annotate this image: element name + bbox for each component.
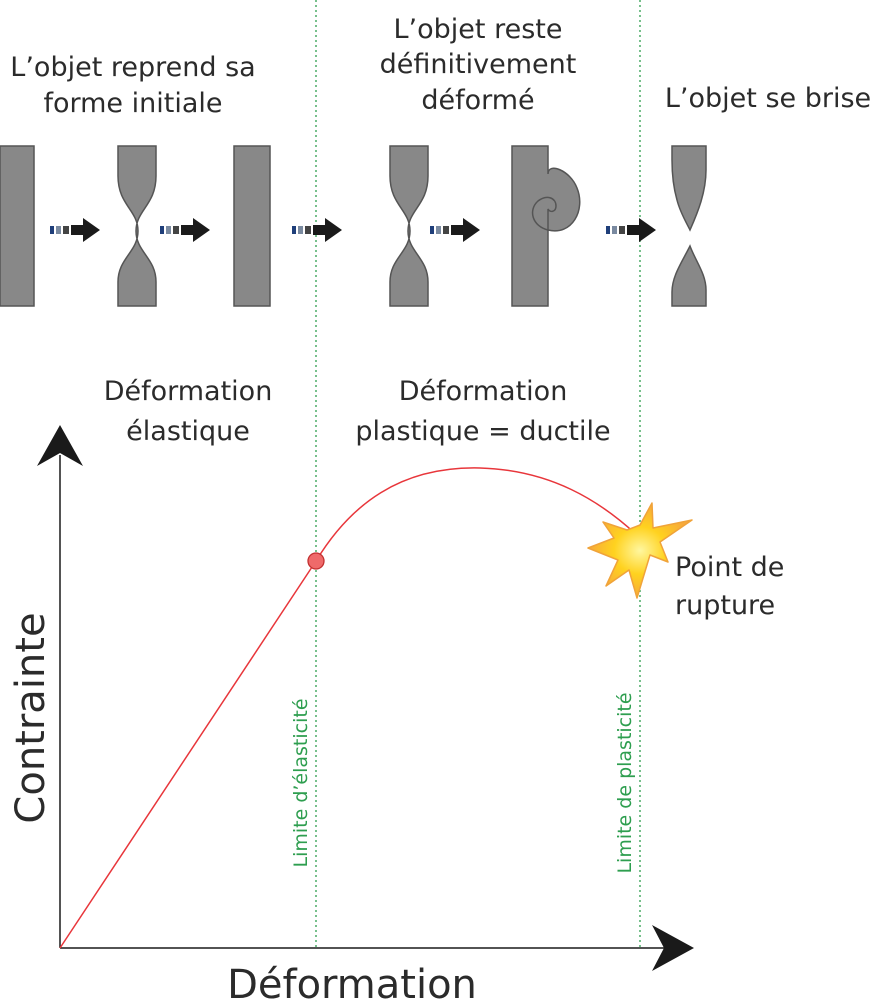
plastic-header-line2: définitivement (380, 49, 577, 80)
y-axis-label: Contrainte (8, 612, 54, 823)
elastic-header-line1: L’objet reprend sa (10, 52, 255, 83)
elastic-header-line2: forme initiale (43, 88, 222, 119)
y-axis-arrow-icon (37, 425, 83, 466)
x-axis-label: Déformation (227, 962, 477, 1000)
zone-elastic-line1: Déformation (104, 376, 273, 407)
elasticity-limit-marker (307, 552, 325, 570)
rupture-label-line2: rupture (675, 590, 775, 621)
right-arrow-icon (292, 218, 342, 242)
right-arrow-icon (160, 218, 210, 242)
break-header: L’objet se brise (665, 83, 871, 114)
zone-plastic-line2: plastique = ductile (355, 416, 610, 447)
bar-initial (0, 145, 35, 307)
bar-restored (233, 145, 271, 307)
zone-elastic-line2: élastique (126, 416, 250, 447)
stress-strain-curve (59, 467, 641, 949)
rupture-label-line1: Point de (675, 552, 784, 583)
plastic-header-line1: L’objet reste (394, 14, 563, 45)
rupture-star-icon (587, 502, 693, 599)
bar-broken-bottom (671, 244, 707, 307)
plastic-header-line3: déformé (421, 85, 534, 116)
plasticity-limit-label: Limite de plasticité (614, 692, 636, 873)
right-arrow-icon (50, 218, 100, 242)
zone-plastic-line1: Déformation (399, 376, 568, 407)
bar-permanently-deformed (511, 145, 581, 307)
right-arrow-icon (606, 218, 656, 242)
bar-necked (117, 145, 157, 307)
elasticity-limit-label: Limite d’élasticité (290, 698, 312, 867)
x-axis-arrow-icon (652, 925, 694, 971)
bar-plastic-necked (389, 145, 429, 307)
right-arrow-icon (430, 218, 480, 242)
bar-broken-top (671, 145, 707, 232)
